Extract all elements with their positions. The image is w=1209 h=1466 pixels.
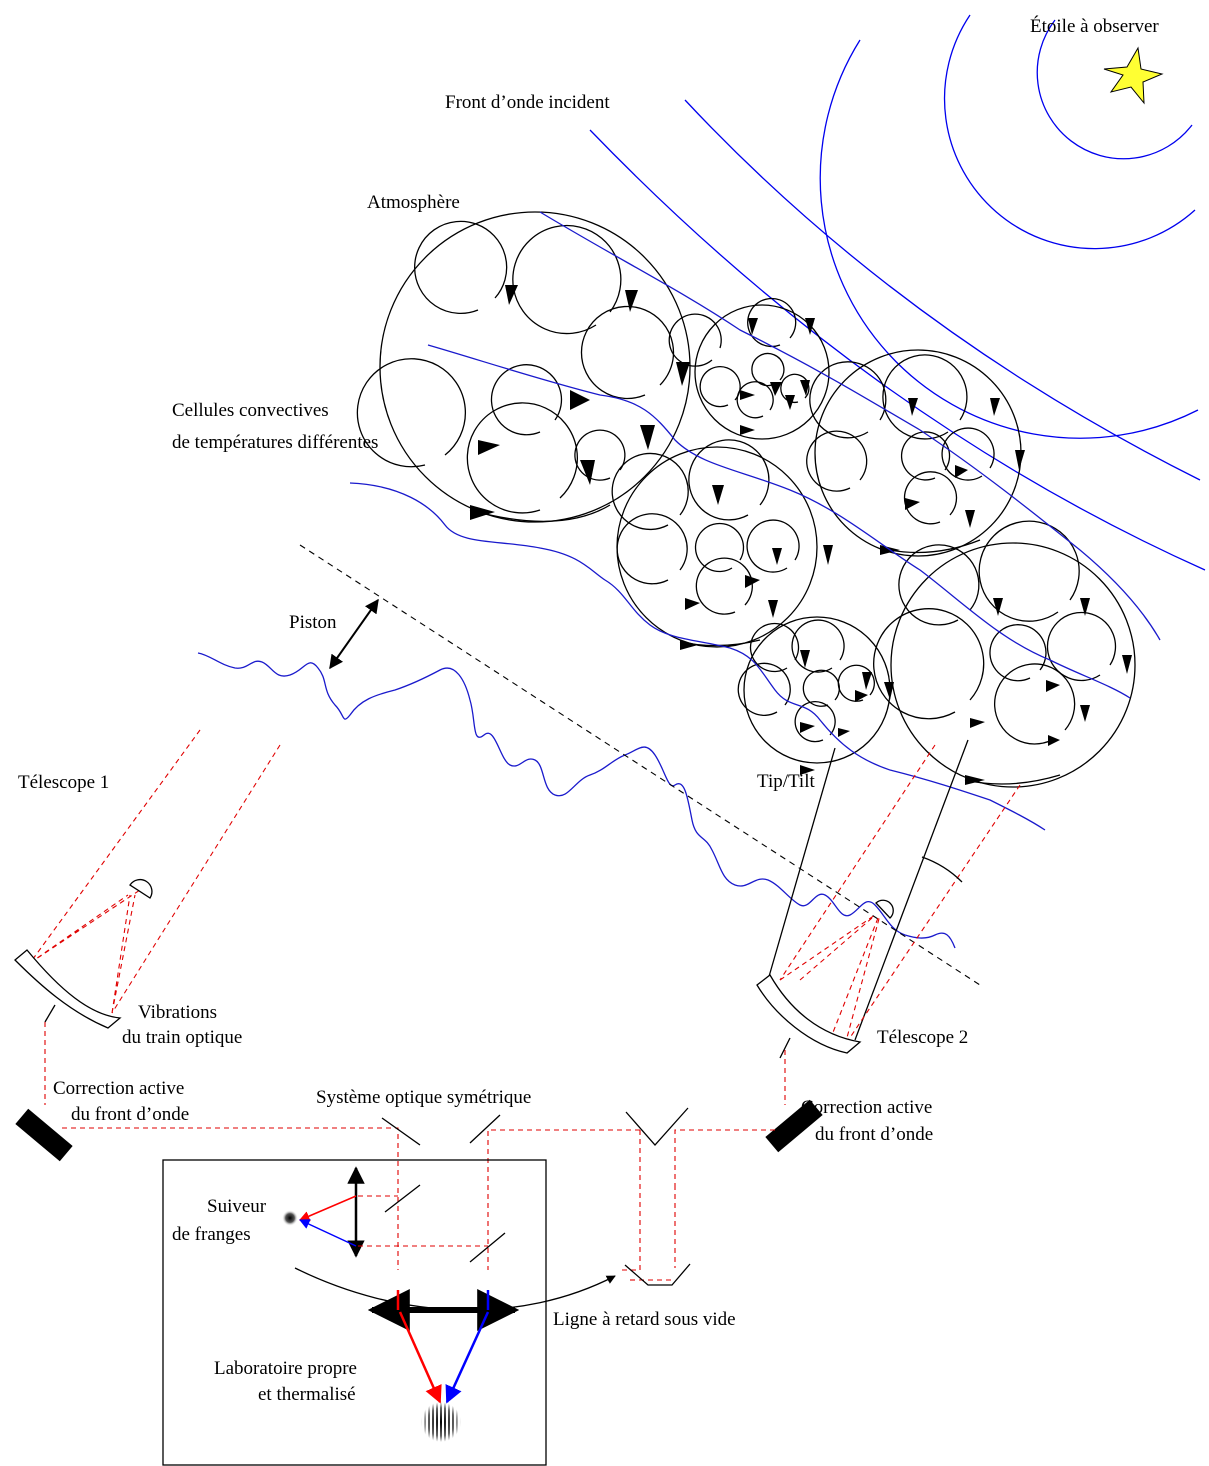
cells-label-line1: Cellules convectives <box>172 400 329 421</box>
main-beams <box>62 1107 775 1286</box>
telescope1-label: Télescope 1 <box>18 772 109 793</box>
turbulent-wavefronts <box>197 211 1161 949</box>
symmetric-system-label: Système optique symétrique <box>316 1087 531 1108</box>
delay-line-arrow <box>294 1267 616 1311</box>
correction-right-line1: Correction active <box>801 1097 932 1118</box>
lab-label-line2: et thermalisé <box>258 1384 356 1405</box>
vibrations-label-line2: du train optique <box>122 1027 242 1048</box>
piston-arrow <box>329 598 379 670</box>
star-wavefronts <box>589 14 1206 571</box>
incident-wavefront-label: Front d’onde incident <box>445 92 610 113</box>
correction-right-line2: du front d’onde <box>815 1124 933 1145</box>
laboratory-box <box>162 1159 547 1466</box>
beam-combiner <box>367 1289 520 1442</box>
lab-label-line1: Laboratoire propre <box>214 1358 357 1379</box>
correction-left-line1: Correction active <box>53 1078 184 1099</box>
vibrations-label-line1: Vibrations <box>138 1002 217 1023</box>
fringe-tracker-line1: Suiveur <box>207 1196 267 1217</box>
atmosphere-label: Atmosphère <box>367 192 460 213</box>
fringe-tracker <box>282 1166 506 1263</box>
telescope-1 <box>14 729 281 1105</box>
fringe-tracker-line2: de franges <box>172 1224 251 1245</box>
star-icon <box>1103 46 1164 105</box>
correction-mirror-right <box>765 1099 823 1153</box>
tiptilt-label: Tip/Tilt <box>757 771 815 792</box>
correction-left-line2: du front d’onde <box>71 1104 189 1125</box>
telescope-2 <box>756 739 1021 1105</box>
correction-mirror-left <box>15 1108 73 1162</box>
atmosphere-cells <box>356 211 1136 788</box>
piston-label: Piston <box>289 612 337 633</box>
star-label: Étoile à observer <box>1030 15 1159 37</box>
delay-line-label: Ligne à retard sous vide <box>553 1309 736 1330</box>
telescope2-label: Télescope 2 <box>877 1027 968 1048</box>
cell-arrowheads <box>470 285 1132 785</box>
cells-label-line2: de températures différentes <box>172 432 378 453</box>
reference-line <box>299 544 981 986</box>
